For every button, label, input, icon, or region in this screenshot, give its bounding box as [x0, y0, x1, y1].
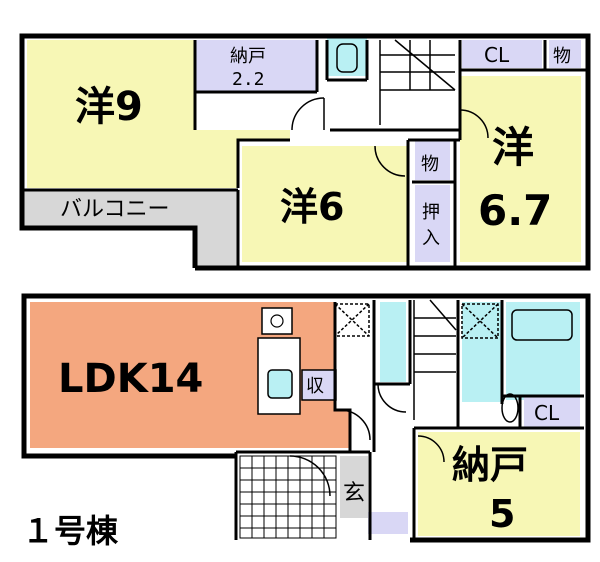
- label-closet-lower: CL: [534, 401, 560, 425]
- room-western-9-lower: [195, 72, 290, 188]
- label-mono-top: 物: [553, 46, 571, 67]
- label-western-6-7-bottom: 6.7: [478, 186, 552, 235]
- room-closet-lower: [524, 396, 580, 428]
- label-shuu: 収: [306, 376, 324, 397]
- room-wash: [462, 302, 502, 402]
- first-floor: LDK14 収 CL 納戸 5 玄: [21, 293, 591, 543]
- balcony: [24, 190, 238, 268]
- label-closet-top: CL: [484, 43, 510, 67]
- walls-2f: [19, 33, 591, 271]
- stairs-2f: [379, 39, 456, 125]
- room-entry-step: [368, 512, 408, 534]
- room-shuu: [301, 369, 337, 401]
- building-label: １号棟: [22, 512, 119, 550]
- walls-1f: [21, 293, 591, 543]
- entrance-tile: [239, 455, 337, 539]
- room-wc-upper: [327, 36, 367, 76]
- label-western-6: 洋6: [280, 185, 344, 229]
- inner-walls-2f: [22, 40, 588, 268]
- label-western-6-7-top: 洋: [492, 123, 534, 172]
- label-balcony: バルコニー: [60, 197, 170, 222]
- kitchen-sink-icon: [267, 369, 293, 399]
- room-mono-top: [549, 40, 581, 68]
- second-floor: 洋9 納戸 2.2 CL 物 洋6 物 押 入 洋 6.7 バルコニー: [19, 33, 591, 271]
- burner-icon: [270, 314, 284, 328]
- room-storage-5: [418, 432, 580, 536]
- room-mono-mid: [415, 140, 450, 180]
- room-western-6-7: [460, 76, 581, 262]
- label-western-9: 洋9: [75, 84, 143, 130]
- bathtub-icon: [511, 309, 573, 341]
- label-storage-2-2-top: 納戸: [230, 46, 266, 67]
- room-closet-top: [462, 40, 542, 68]
- room-western-9: [27, 40, 195, 188]
- stove-icon: [261, 307, 293, 335]
- label-genkan: 玄: [343, 481, 365, 506]
- doors-2f: [291, 97, 489, 177]
- label-oshiire-bottom: 入: [422, 228, 440, 249]
- doors-1f: [289, 383, 519, 497]
- room-storage-2-2: [195, 40, 317, 92]
- label-storage-5-bottom: 5: [489, 492, 515, 536]
- room-wc-lower: [380, 302, 406, 382]
- label-storage-5-top: 納戸: [452, 443, 528, 487]
- inner-walls-1f: [234, 300, 584, 540]
- room-genkan: [340, 456, 368, 518]
- stairs-1f: [413, 299, 457, 420]
- toilet-icon-2f: [336, 43, 358, 73]
- appliance-markers: [334, 303, 499, 339]
- label-mono-mid: 物: [421, 154, 439, 175]
- room-oshiire: [415, 185, 450, 262]
- room-western-6: [242, 146, 408, 262]
- label-ldk: LDK14: [58, 356, 203, 402]
- label-oshiire-top: 押: [422, 202, 440, 223]
- label-storage-2-2-bottom: 2.2: [232, 69, 265, 90]
